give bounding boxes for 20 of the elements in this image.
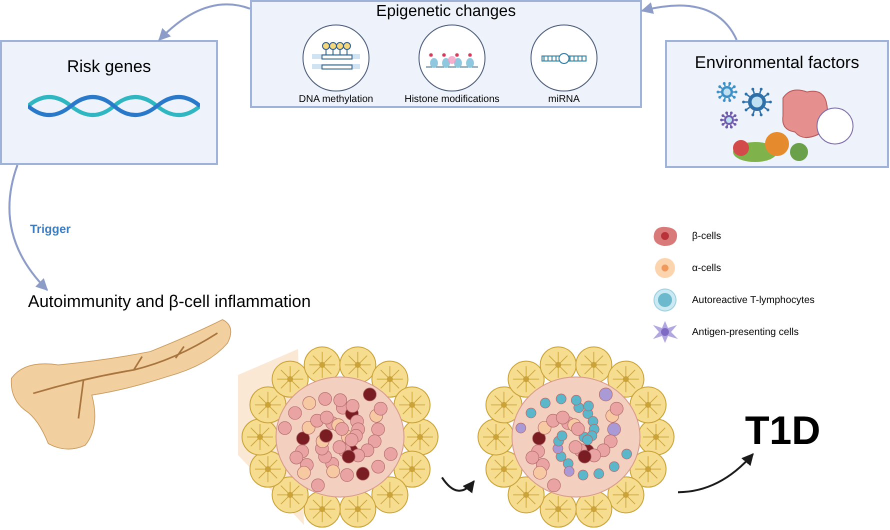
circle-label: miRNA [548,93,580,107]
outcome-label: T1D [745,408,821,454]
arrow [158,3,250,41]
circle-label: DNA methylation [298,93,374,107]
panel [665,40,889,168]
legend-label: α-cells [692,262,722,276]
legend-label: Antigen-presenting cells [692,326,799,340]
panel-title: Environmental factors [694,52,860,74]
panel [0,40,218,165]
panel-title: Risk genes [66,56,152,78]
circle-label: Histone modifications [404,93,500,107]
section-heading: Autoimmunity and β-cell inflammation [28,290,311,314]
panel-title: Epigenetic changes [375,2,517,22]
arrow [8,164,48,291]
legend-label: β-cells [692,230,722,244]
arrow [441,476,475,494]
arrow [678,453,754,494]
arrow [640,2,738,40]
legend-label: Autoreactive T-lymphocytes [692,294,815,308]
panel [250,0,642,108]
